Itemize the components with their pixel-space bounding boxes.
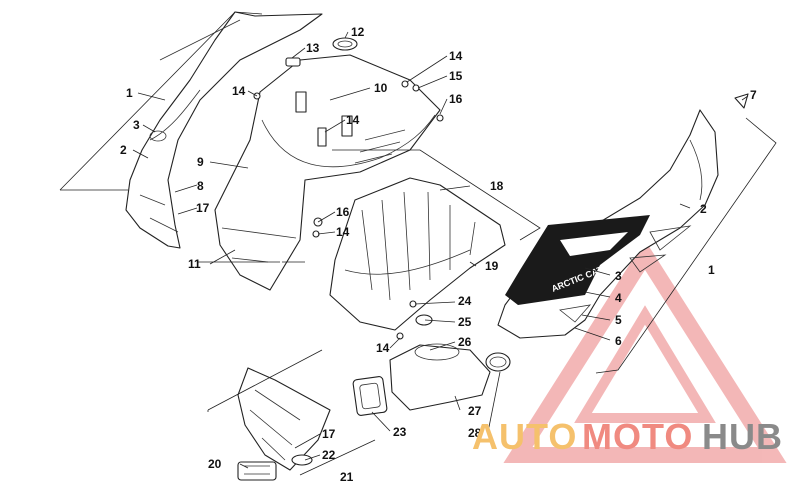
callout-8: 8 — [197, 179, 204, 193]
callout-25: 25 — [458, 315, 472, 329]
callout-14-b: 14 — [449, 49, 463, 63]
callout-27: 27 — [468, 404, 482, 418]
callout-16-b: 16 — [336, 205, 350, 219]
callout-18: 18 — [490, 179, 504, 193]
callout-21: 21 — [340, 470, 354, 484]
callout-1-right: 1 — [708, 263, 715, 277]
watermark-triangle-logo — [503, 240, 787, 463]
callout-4: 4 — [615, 291, 622, 305]
callout-10: 10 — [374, 81, 388, 95]
callout-3-right: 3 — [615, 269, 622, 283]
watermark-moto: MOTO — [582, 416, 693, 457]
callout-16-a: 16 — [449, 92, 463, 106]
callout-14-c: 14 — [346, 113, 360, 127]
left-side-panel — [125, 11, 323, 249]
callout-13: 13 — [306, 41, 320, 55]
callout-28: 28 — [468, 426, 482, 440]
callout-14-e: 14 — [376, 341, 390, 355]
lower-belly-pan — [237, 367, 331, 481]
intake-duct-assembly — [352, 300, 511, 416]
callout-1-left: 1 — [126, 86, 133, 100]
leader-lines — [132, 31, 749, 469]
callout-3-left: 3 — [133, 118, 140, 132]
callout-7: 7 — [750, 88, 757, 102]
callout-17-b: 17 — [322, 427, 336, 441]
callout-12: 12 — [351, 25, 365, 39]
callout-2-left: 2 — [120, 143, 127, 157]
callout-20: 20 — [208, 457, 222, 471]
callout-14-a: 14 — [232, 84, 246, 98]
callout-17-a: 17 — [196, 201, 210, 215]
callout-2-right: 2 — [700, 202, 707, 216]
callout-6: 6 — [615, 334, 622, 348]
callout-5: 5 — [615, 313, 622, 327]
callout-15: 15 — [449, 69, 463, 83]
watermark-text: AUTO MOTO HUB — [472, 416, 783, 457]
group-frame-lines — [59, 11, 777, 476]
air-intake-box — [329, 177, 506, 331]
callout-14-d: 14 — [336, 225, 350, 239]
callout-numbers: 1 1 2 2 3 3 4 5 6 7 8 9 10 11 12 13 14 1… — [120, 25, 757, 484]
callout-23: 23 — [393, 425, 407, 439]
callout-19: 19 — [485, 259, 499, 273]
watermark-auto: AUTO — [472, 416, 577, 457]
callout-26: 26 — [458, 335, 472, 349]
callout-11: 11 — [188, 257, 201, 271]
hardware-parts-top — [253, 37, 444, 238]
watermark-hub: HUB — [702, 416, 783, 457]
callout-9: 9 — [197, 155, 204, 169]
callout-22: 22 — [322, 448, 336, 462]
right-side-panel: ARCTIC CAT — [497, 93, 749, 339]
callout-24: 24 — [458, 294, 472, 308]
